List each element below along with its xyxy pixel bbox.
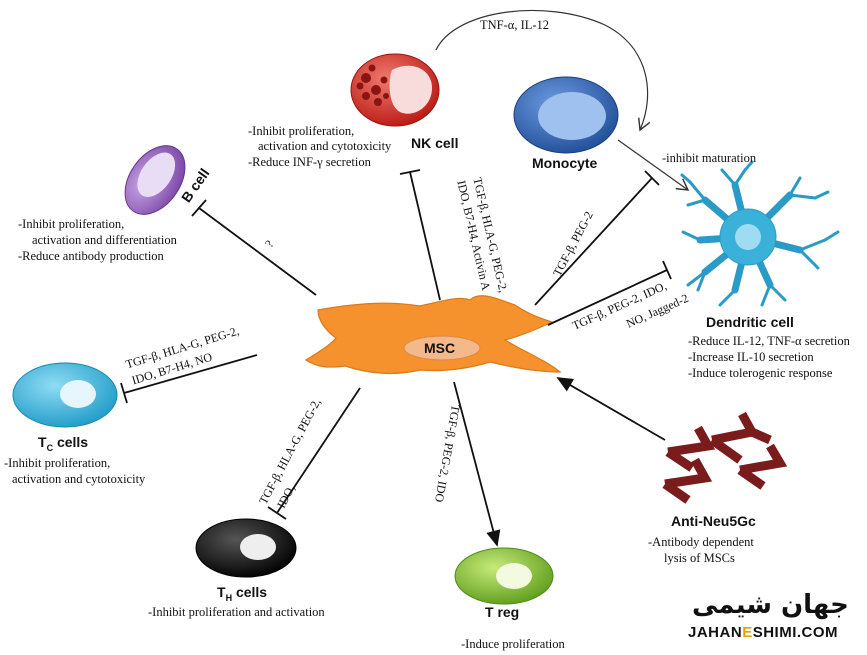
line-tc (123, 354, 258, 394)
th-label-rest: cells (232, 584, 268, 600)
th-label-main: T (217, 584, 226, 600)
dendritic-effect-3: -Induce tolerogenic response (688, 366, 833, 380)
bar-nk (399, 169, 421, 175)
th-effect-1: -Inhibit proliferation and activation (148, 605, 325, 619)
treg-effect-1: -Induce proliferation (461, 637, 565, 651)
b-effect-1: -Inhibit proliferation, (18, 217, 125, 231)
tc-label-sub: C (46, 442, 54, 453)
line-b-cell (198, 207, 317, 296)
dendritic-effect-1: -Reduce IL-12, TNF-α secretion (688, 334, 850, 348)
antibody-label: Anti-Neu5Gc (671, 513, 756, 529)
dendritic-effect-2: -Increase IL-10 secretion (688, 350, 814, 364)
bar-tc (120, 382, 128, 404)
anti-neu5gc-antibodies (662, 411, 788, 504)
nk-effect-3: -Reduce INF-γ secretion (248, 155, 371, 169)
bar-monocyte (644, 170, 660, 186)
bar-b-cell (191, 199, 207, 217)
th-cell (195, 518, 297, 578)
msc-label: MSC (424, 340, 456, 356)
dendritic-cell (680, 160, 840, 307)
b-effect-2: activation and differentiation (32, 233, 177, 247)
msc-nucleus (403, 335, 481, 361)
line-th (276, 387, 361, 514)
tc-cell (12, 362, 118, 428)
logo-latin-text: JAHANESHIMI.COM (688, 624, 838, 641)
logo-latin-mid: E (742, 624, 753, 641)
tc-label-main: T (38, 434, 47, 450)
monocyte-signal: TNF-α, IL-12 (480, 18, 550, 32)
logo-persian-text: جهان شیمی (692, 590, 849, 620)
inhibition-lines (120, 169, 672, 520)
nk-effect-1: -Inhibit proliferation, (248, 124, 355, 138)
msc-cell-body (304, 295, 562, 375)
treg-cell (454, 547, 554, 605)
logo-latin-right: SHIMI.COM (752, 624, 839, 641)
nk-cell-label: NK cell (411, 135, 459, 151)
b-effect-3: -Reduce antibody production (18, 249, 164, 263)
line-monocyte (534, 177, 653, 306)
nk-effect-2: activation and cytotoxicity (258, 139, 392, 153)
logo-latin-left: JAHAN (688, 624, 743, 641)
tc-effect-1: -Inhibit proliferation, (4, 456, 111, 470)
arrow-nk-to-monocyte (435, 9, 651, 132)
line-nk (409, 171, 441, 301)
monocyte-label: Monocyte (532, 155, 598, 171)
bar-th (267, 506, 287, 520)
monocyte-effect: -inhibit maturation (662, 151, 757, 165)
th-label-sub: H (225, 592, 233, 603)
arrow-monocyte-to-dendritic (617, 139, 690, 191)
bar-dendritic (662, 260, 672, 280)
arrow-antibody (556, 377, 666, 441)
monocyte-cell (513, 76, 619, 154)
arrow-treg (453, 381, 501, 547)
treg-label: T reg (485, 604, 520, 620)
th-cells-label: TH cells (217, 584, 267, 603)
antibody-effect-1: -Antibody dependent (648, 535, 754, 549)
nk-cell (350, 53, 440, 127)
tc-label-rest: cells (53, 434, 89, 450)
b-cell (124, 145, 186, 215)
tc-effect-2: activation and cytotoxicity (12, 472, 146, 486)
tc-cells-label: TC cells (38, 434, 88, 453)
dendritic-label: Dendritic cell (706, 314, 794, 330)
line-dendritic (547, 269, 668, 326)
antibody-effect-2: lysis of MSCs (664, 551, 735, 565)
